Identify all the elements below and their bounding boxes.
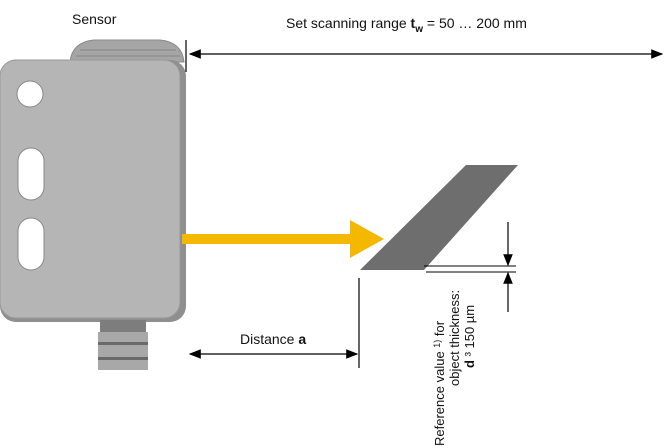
sensor-label: Sensor bbox=[72, 11, 117, 27]
thickness-dimension bbox=[424, 222, 516, 312]
mounting-slot-icon bbox=[17, 147, 45, 201]
sensor-body bbox=[0, 59, 186, 322]
svg-text:object thickness:: object thickness: bbox=[447, 290, 462, 386]
svg-text:Reference value 1) for: Reference value 1) for bbox=[432, 320, 447, 446]
distance-dimension bbox=[188, 278, 360, 368]
scanning-range-dimension bbox=[185, 40, 664, 72]
object-plate-icon bbox=[360, 165, 518, 270]
scanning-range-label: Set scanning range tw = 50 … 200 mm bbox=[286, 15, 527, 35]
sensor-connector bbox=[98, 320, 148, 370]
light-beam-icon bbox=[182, 220, 384, 258]
mounting-hole-icon bbox=[16, 80, 44, 108]
mounting-slot-icon bbox=[17, 217, 45, 271]
svg-text:d ³ 150 µm: d ³ 150 µm bbox=[462, 305, 477, 368]
reference-value-label: Reference value 1) for object thickness:… bbox=[432, 290, 477, 446]
sensor-lens-housing bbox=[69, 39, 185, 63]
distance-label: Distance a bbox=[240, 331, 306, 347]
